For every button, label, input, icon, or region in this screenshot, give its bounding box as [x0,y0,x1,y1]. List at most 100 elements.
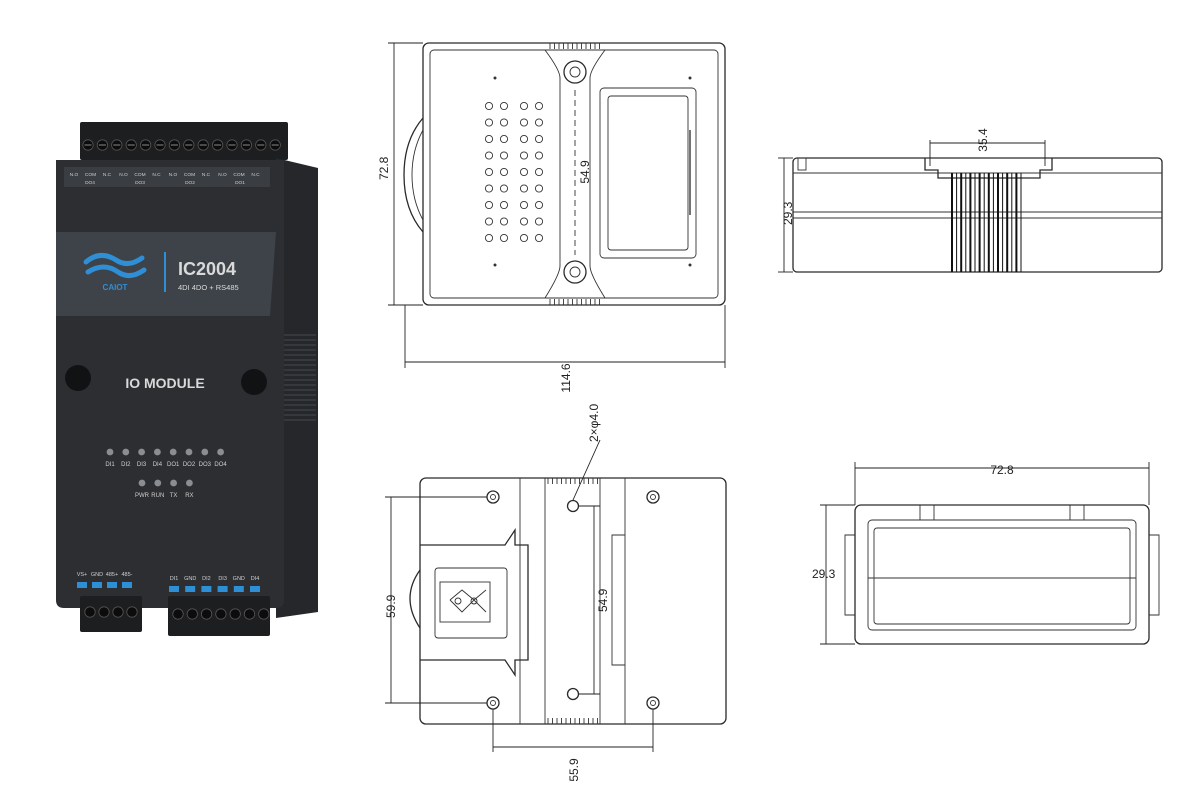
brand-name: CAIOT [103,283,128,292]
led-di2 [122,448,130,456]
top-terminal-label: COM [233,172,244,178]
top-terminal-label: N.O [218,172,227,178]
top-terminal-label: N.C [251,172,260,178]
led-label: DO2 [183,462,196,468]
end-view-drawing: 72.8 29.3 [812,462,1160,645]
bottom-view-clip-height: 59.9 [384,594,398,618]
terminal-marker [122,582,132,588]
led-do4 [217,448,225,456]
side-view-drawing: 35.4 29.3 [778,128,1163,273]
top-terminal-label: N.O [169,172,178,178]
terminal-screw [186,608,198,620]
terminal-screw [126,606,138,618]
bottom-left-terminal-block [80,596,142,632]
bottom-view-hole-spacing-h: 55.9 [567,758,581,782]
top-terminal-screws [82,139,281,151]
led-do2 [185,448,193,456]
terminal-screw [84,606,96,618]
side-ribs [282,334,316,421]
terminal-screw [201,608,213,620]
end-view-width-dim: 72.8 [990,463,1014,477]
terminal-marker [201,586,212,592]
bottom-terminal-label: 485+ [106,572,118,578]
led-do3 [201,448,209,456]
led-label: TX [170,493,178,499]
top-label-strip [64,167,270,187]
bottom-terminal-label: GND [91,572,103,578]
top-terminal-label: COM [85,172,96,178]
terminal-screw [243,608,256,620]
led-di1 [106,448,114,456]
panel-label: IO MODULE [125,375,204,391]
terminal-screw [229,608,241,620]
led-label: DO3 [199,462,212,468]
device-side [276,158,318,618]
top-view-width-dim: 114.6 [559,363,573,392]
led-do1 [169,448,177,456]
brand-logo: CAIOT [83,253,147,292]
led-label: DI1 [105,462,115,468]
led-label: DI4 [153,462,163,468]
terminal-screw [258,608,270,620]
bottom-terminal-label: VS+ [77,572,88,578]
bottom-terminal-label: GND [233,576,245,582]
terminal-marker [92,582,102,588]
terminal-marker [250,586,260,592]
mount-hole-left [65,365,91,391]
terminal-marker [169,586,179,592]
top-group-label: DO3 [135,180,145,186]
top-group-label: DO1 [235,180,245,186]
led-di3 [138,448,146,456]
terminal-marker [107,582,117,588]
led-rx [186,479,193,487]
device-model: IC2004 [178,259,236,279]
bottom-terminal-screws [84,606,270,620]
mount-hole-right [241,369,267,395]
top-view-drawing: 72.8 114.6 54.9 [377,42,726,393]
led-label: DI2 [121,462,131,468]
top-terminal-label: COM [134,172,145,178]
top-terminal-labels: N.O COM N.C N.O COM N.C N.O COM N.C N.O COM N.C DO4 D… [70,172,260,186]
side-view-height-dim: 29.3 [781,201,795,225]
led-label: RX [185,493,193,499]
bottom-terminal-label: 485- [121,572,132,578]
top-terminal-block [80,122,288,160]
top-terminal-label: COM [184,172,195,178]
top-terminal-label: N.O [119,172,128,178]
top-group-label: DO4 [85,180,95,186]
terminal-screw [98,606,110,618]
led-di4 [154,448,161,456]
top-view-height-dim: 72.8 [377,156,391,180]
bottom-view-drawing: 2×φ4.0 54.9 59.9 55.9 [384,404,727,782]
led-label: DO1 [167,462,180,468]
led-label: DI3 [137,462,147,468]
top-terminal-label: N.C [202,172,211,178]
led-label: RUN [151,493,164,499]
bottom-terminal-label: GND [184,576,196,582]
device-spec: 4DI 4DO + RS485 [178,283,239,292]
top-terminal-label: N.C [103,172,112,178]
terminal-screw [172,608,184,620]
led-pwr [138,479,146,487]
bottom-terminal-label: DI3 [218,576,227,582]
led-tx [170,479,178,487]
top-terminal-label: N.C [152,172,161,178]
bottom-terminal-label: DI1 [170,576,179,582]
bottom-terminal-label: DI4 [251,576,260,582]
side-view-slot-dim: 35.4 [976,128,990,152]
terminal-marker [233,586,244,592]
terminal-screw [112,606,124,618]
bottom-terminal-label: DI2 [202,576,211,582]
top-group-label: DO2 [185,180,195,186]
top-terminal-label: N.O [70,172,79,178]
terminal-marker [217,586,228,592]
led-run [154,479,162,487]
top-view-hole-spacing-dim: 54.9 [578,160,592,184]
led-label: PWR [135,493,150,499]
terminal-marker [77,582,87,588]
terminal-screw [215,608,227,620]
